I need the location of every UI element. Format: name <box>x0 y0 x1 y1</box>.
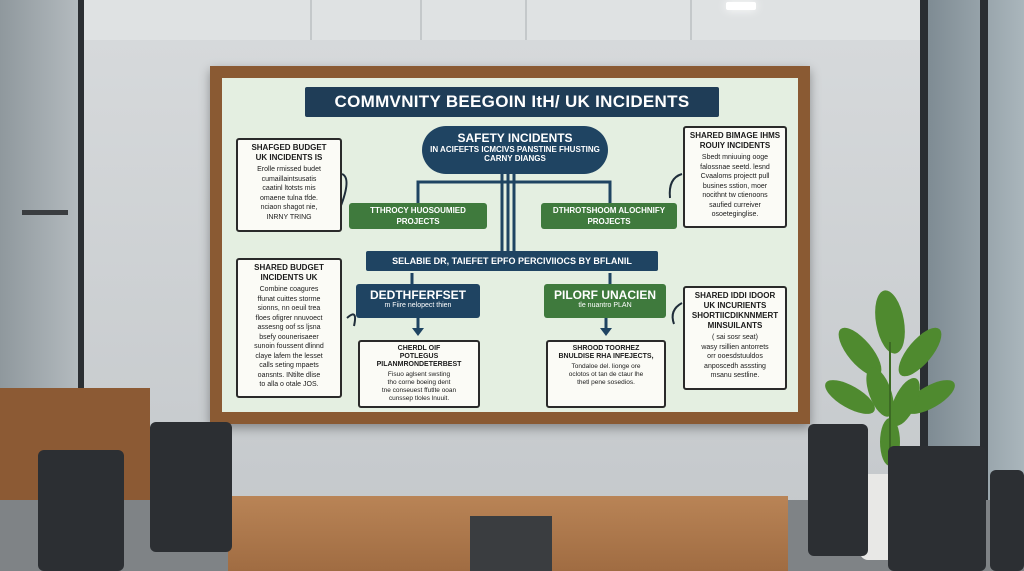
board-title: COMMVNITY BEEGOIN ItH/ UK INCIDENTS <box>305 87 719 117</box>
note-center-right-heading: SHROOD TOORHEZ BNULDISE RHA INFEJECTS, <box>558 345 654 360</box>
ceiling-grid-line <box>420 0 422 40</box>
safety-incidents-node: SAFETY INCIDENTS IN ACIFEFTS ICMCIVS PAN… <box>422 126 608 174</box>
ceiling-grid-line <box>690 0 692 40</box>
pilot-plan-node-sub: tle nuantro PLAN <box>578 302 632 309</box>
pilot-plan-node-title: PILORF UNACIEN <box>554 288 656 302</box>
ceiling-light <box>726 2 756 10</box>
ceiling-grid-line <box>310 0 312 40</box>
note-center-right-body: Tondaloe del. lionge ore oclotos ot tan … <box>568 363 644 386</box>
development-node-sub: m Fiire nelopect thien <box>384 302 452 309</box>
note-right-top: SHARED BIMAGE IHMS ROUIY INCIDENTS Sbedt… <box>683 126 787 228</box>
left-window-frame <box>78 0 84 571</box>
note-center-right: SHROOD TOORHEZ BNULDISE RHA INFEJECTS, T… <box>546 340 666 408</box>
chair-right-back <box>808 424 868 556</box>
chair-left-front <box>38 450 124 571</box>
note-right-bottom-heading: SHARED IDDI IDOOR UK INCURIENTS SHORTIIC… <box>691 291 779 330</box>
left-projects-node: TTHROCY HUOSOUMIED PROJECTS <box>349 203 487 229</box>
priorities-bar: SELABIE DR, TAIEFET EPFO PERCIVIIOCS BY … <box>366 251 658 271</box>
flowchart-connectors <box>339 173 683 336</box>
note-left-bottom: SHARED BUDGET INCIDENTS UK Combine coagu… <box>236 258 342 398</box>
note-right-top-body: Sbedt mniuuing ooge falossnae seetd. les… <box>700 154 770 218</box>
chair-right-front <box>888 446 986 571</box>
note-left-top-heading: SHAFGED BUDGET UK INCIDENTS IS <box>251 143 327 162</box>
safety-node-line2: CARNY DIANGS <box>484 154 546 163</box>
table-center-panel <box>470 516 552 571</box>
note-left-bottom-heading: SHARED BUDGET INCIDENTS UK <box>254 263 324 282</box>
right-projects-node: DTHROTSHOOM ALOCHNIFY PROJECTS <box>541 203 677 229</box>
right-window-frame <box>920 0 928 571</box>
note-right-bottom: SHARED IDDI IDOOR UK INCURIENTS SHORTIIC… <box>683 286 787 390</box>
right-projects-label: DTHROTSHOOM ALOCHNIFY PROJECTS <box>552 206 666 226</box>
left-projects-label: TTHROCY HUOSOUMIED PROJECTS <box>370 206 466 226</box>
potted-plant-leaves <box>825 290 955 482</box>
safety-node-line1: IN ACIFEFTS ICMCIVS PANSTINE FHUSTING <box>430 145 600 154</box>
ceiling <box>0 0 1024 40</box>
note-right-top-heading: SHARED BIMAGE IHMS ROUIY INCIDENTS <box>689 131 781 150</box>
development-node-title: DEDTHFERFSET <box>370 288 466 302</box>
note-center-left: CHERDL OIF POTLEGUS PILANMRONDETERBEST F… <box>358 340 480 408</box>
note-left-top: SHAFGED BUDGET UK INCIDENTS IS Erolle rm… <box>236 138 342 232</box>
chair-left-back <box>150 422 232 552</box>
note-center-left-heading: CHERDL OIF POTLEGUS PILANMRONDETERBEST <box>376 345 462 368</box>
note-right-bottom-body: ( sai sosr seat) wasy rsillien antorrets… <box>701 334 769 379</box>
development-node: DEDTHFERFSET m Fiire nelopect thien <box>356 284 480 318</box>
chair-right-edge <box>990 470 1024 571</box>
pendant-lamp <box>22 210 68 215</box>
note-center-left-body: Fisuo aglsent swsting tho corne boeing d… <box>381 371 457 402</box>
ceiling-grid-line <box>525 0 527 40</box>
note-left-bottom-body: Combine coagures ffunat cuittes storme s… <box>254 286 324 388</box>
pilot-plan-node: PILORF UNACIEN tle nuantro PLAN <box>544 284 666 318</box>
safety-node-title: SAFETY INCIDENTS <box>457 131 573 145</box>
note-left-top-body: Erolle rmissed budet cumaillaintsusatis … <box>257 166 321 221</box>
right-window-mullion <box>980 0 988 571</box>
